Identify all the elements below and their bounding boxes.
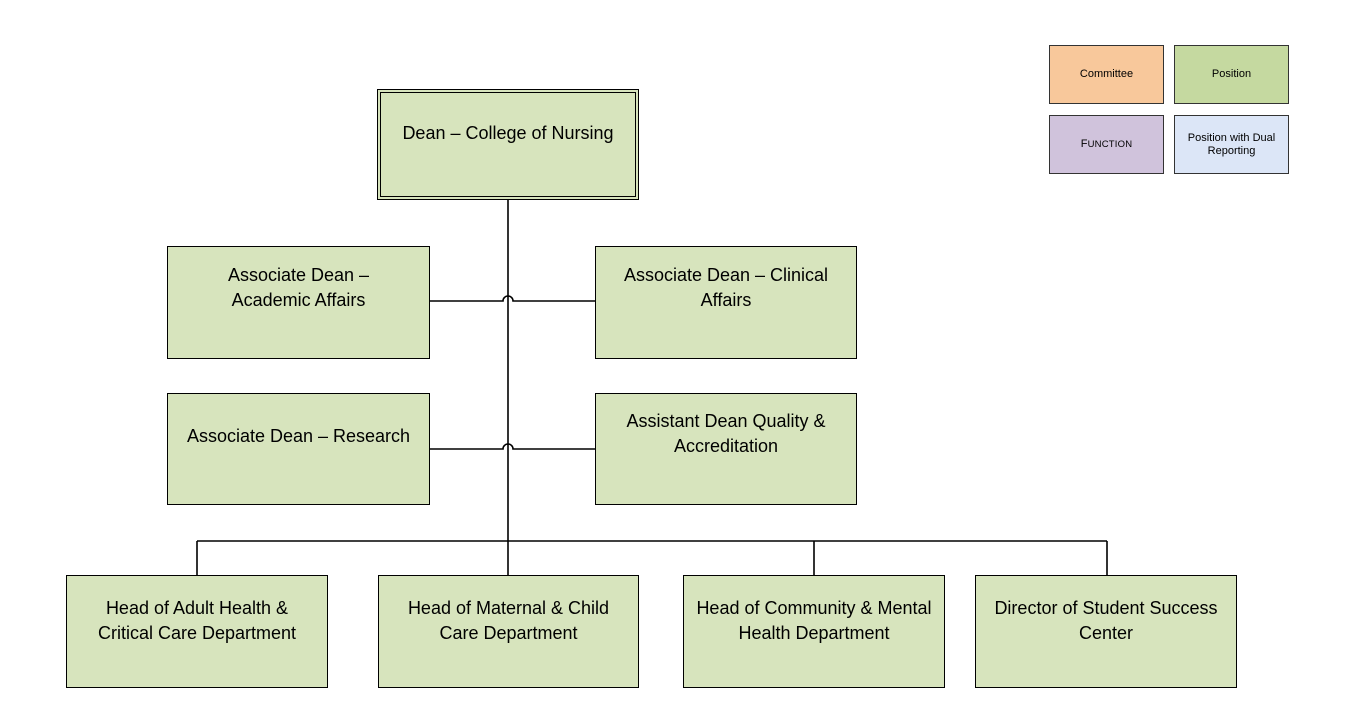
legend-dual-reporting-label: Position with Dual Reporting: [1187, 131, 1276, 157]
head-adult-health-label: Head of Adult Health & Critical Care Dep…: [97, 598, 297, 643]
dean-label: Dean – College of Nursing: [402, 123, 614, 143]
associate-dean-clinical-affairs-label: Associate Dean – Clinical Affairs: [623, 264, 829, 310]
director-student-success-label: Director of Student Success Center: [994, 598, 1218, 643]
legend-function-label: Function: [1080, 138, 1133, 150]
legend-position: Position: [1174, 45, 1289, 104]
legend-committee-label: Committee: [1079, 68, 1134, 80]
director-student-success-box: Director of Student Success Center: [975, 575, 1237, 688]
branch-line-1: [430, 295, 596, 302]
legend-function: Function: [1049, 115, 1164, 174]
branch-line-2: [430, 443, 596, 450]
head-maternal-child-box: Head of Maternal & Child Care Department: [378, 575, 639, 688]
head-community-mental-health-label: Head of Community & Mental Health Depart…: [696, 598, 932, 643]
associate-dean-clinical-affairs-box: Associate Dean – Clinical Affairs: [595, 246, 857, 359]
associate-dean-research-box: Associate Dean – Research: [167, 393, 430, 505]
head-maternal-child-label: Head of Maternal & Child Care Department: [407, 598, 610, 643]
legend-committee: Committee: [1049, 45, 1164, 104]
head-community-mental-health-box: Head of Community & Mental Health Depart…: [683, 575, 945, 688]
legend-position-label: Position: [1211, 68, 1252, 80]
legend-dual-reporting: Position with Dual Reporting: [1174, 115, 1289, 174]
head-adult-health-box: Head of Adult Health & Critical Care Dep…: [66, 575, 328, 688]
associate-dean-research-label: Associate Dean – Research: [186, 426, 411, 446]
assistant-dean-quality-box: Assistant Dean Quality & Accreditation: [595, 393, 857, 505]
associate-dean-academic-affairs-label: Associate Dean – Academic Affairs: [227, 264, 370, 310]
associate-dean-academic-affairs-box: Associate Dean – Academic Affairs: [167, 246, 430, 359]
assistant-dean-quality-label: Assistant Dean Quality & Accreditation: [626, 411, 826, 456]
dean-box: Dean – College of Nursing: [377, 89, 639, 200]
